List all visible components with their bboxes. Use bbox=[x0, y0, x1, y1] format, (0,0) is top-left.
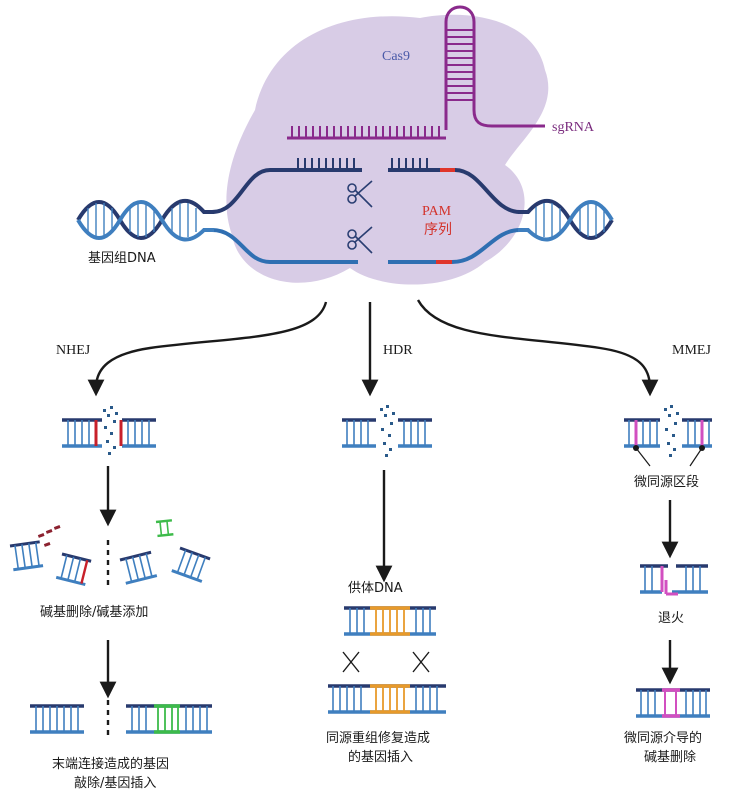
target-strand-bottom bbox=[211, 228, 521, 264]
cas9-protein-blob bbox=[226, 14, 549, 285]
hdr-label: HDR bbox=[383, 343, 413, 358]
donor-dna bbox=[344, 606, 436, 636]
mmej-result-label-1: 微同源介导的 bbox=[624, 730, 702, 746]
annealing-label: 退火 bbox=[658, 611, 684, 626]
target-strand-top bbox=[211, 158, 521, 214]
mmej-annealed-duplex bbox=[640, 564, 708, 596]
branch-arrows bbox=[87, 299, 659, 397]
nhej-indel-fragments bbox=[9, 519, 211, 588]
insertion-fragment bbox=[155, 519, 174, 538]
sgrna-hairpin bbox=[444, 5, 545, 130]
mmej-label: MMEJ bbox=[672, 343, 711, 358]
nhej-broken-duplex bbox=[62, 406, 156, 455]
scissors-icon bbox=[347, 180, 373, 208]
arrow-to-nhej bbox=[87, 301, 328, 397]
arrow-to-mmej bbox=[416, 299, 659, 397]
scissors-icon bbox=[347, 226, 373, 254]
cas9-complex: Cas9 sgRNA PAM 序列 基因组DNA bbox=[76, 5, 614, 285]
nhej-indel-label: 碱基删除/碱基添加 bbox=[40, 605, 148, 620]
pam-label: PAM bbox=[422, 204, 452, 219]
microhomology-label: 微同源区段 bbox=[634, 475, 699, 490]
cas9-label: Cas9 bbox=[382, 49, 410, 64]
nhej-result-duplexes bbox=[30, 700, 212, 740]
hdr-result-label-1: 同源重组修复造成 bbox=[326, 730, 430, 746]
sgrna-hairpin-rungs bbox=[446, 29, 474, 101]
mmej-result-duplex bbox=[636, 688, 710, 718]
sgrna-spacer-teeth bbox=[291, 126, 440, 138]
hdr-result-label-2: 的基因插入 bbox=[348, 749, 413, 765]
genomic-dna-label: 基因组DNA bbox=[88, 251, 156, 266]
mmej-broken-duplex bbox=[624, 405, 712, 467]
sgrna-label: sgRNA bbox=[552, 120, 595, 135]
crossover-marks bbox=[342, 651, 430, 673]
genomic-dna-helix-left bbox=[76, 199, 214, 242]
pam-label-cn: 序列 bbox=[424, 222, 452, 238]
hdr-broken-duplex bbox=[342, 405, 432, 457]
mmej-result-label-2: 碱基删除 bbox=[644, 750, 696, 765]
nhej-result-label-2: 敲除/基因插入 bbox=[74, 775, 156, 791]
hdr-result-duplex bbox=[328, 684, 446, 714]
genomic-dna-helix-right bbox=[518, 199, 614, 242]
nhej-label: NHEJ bbox=[56, 343, 91, 358]
nhej-result-label-1: 末端连接造成的基因 bbox=[52, 756, 169, 772]
donor-dna-label: 供体DNA bbox=[348, 581, 403, 596]
